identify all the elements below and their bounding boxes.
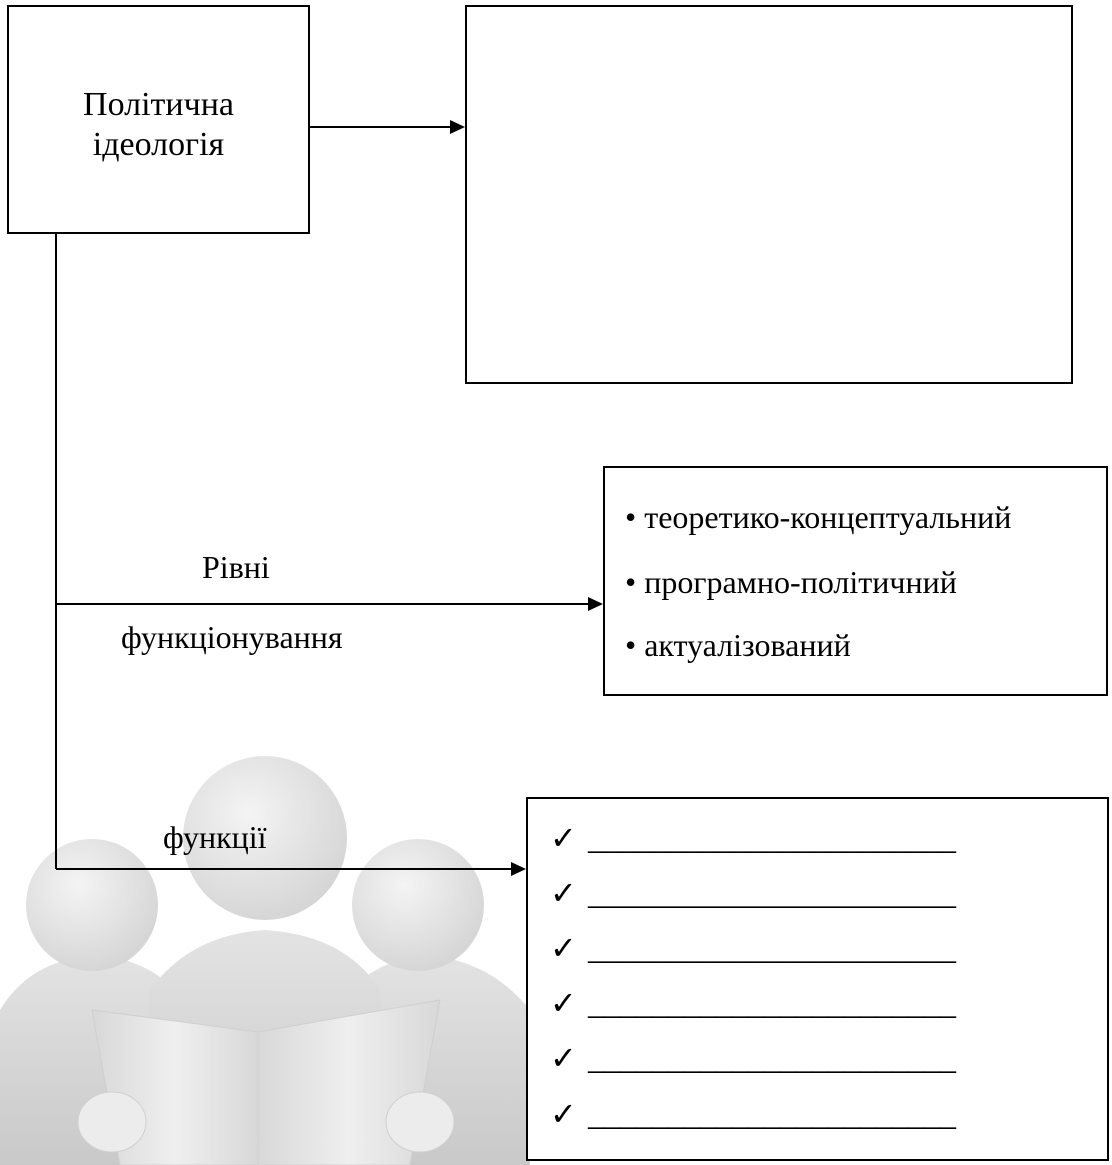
checkmark-icon: ✓ [550, 820, 577, 856]
title-line-1: Політична [83, 86, 234, 123]
blank-line: _______________________ [588, 1096, 956, 1132]
empty-answer-box [465, 5, 1073, 384]
levels-label-line-2: функціонування [121, 619, 343, 655]
level-item-theoretical: • теоретико-концептуальний [625, 499, 1012, 535]
levels-label-line-1: Рівні [202, 549, 270, 585]
function-row: ✓ _______________________ [550, 1095, 956, 1133]
blank-line: _______________________ [588, 930, 956, 966]
checkmark-icon: ✓ [550, 985, 577, 1021]
checkmark-icon: ✓ [550, 1040, 577, 1076]
checkmark-icon: ✓ [550, 1096, 577, 1132]
political-ideology-title: Політична ідеологія [9, 85, 308, 165]
function-row: ✓ _______________________ [550, 929, 956, 967]
levels-box: • теоретико-концептуальний • програмно-п… [603, 466, 1108, 696]
blank-line: _______________________ [588, 875, 956, 911]
blank-line: _______________________ [588, 1040, 956, 1076]
function-row: ✓ _______________________ [550, 984, 956, 1022]
functions-box: ✓ _______________________ ✓ ______________… [526, 797, 1109, 1161]
political-ideology-box: Політична ідеологія [7, 5, 310, 234]
blank-line: _______________________ [588, 820, 956, 856]
arrowhead-functions [511, 862, 526, 876]
function-row: ✓ _______________________ [550, 1039, 956, 1077]
level-item-programmatic: • програмно-політичний [625, 564, 957, 600]
checkmark-icon: ✓ [550, 875, 577, 911]
function-row: ✓ _______________________ [550, 819, 956, 857]
function-row: ✓ _______________________ [550, 874, 956, 912]
arrowhead-empty-box [450, 120, 465, 134]
functions-label: функції [163, 819, 267, 855]
blank-line: _______________________ [588, 985, 956, 1021]
arrowhead-levels [588, 597, 603, 611]
level-item-actualized: • актуалізований [625, 627, 851, 663]
title-line-2: ідеологія [92, 126, 225, 163]
checkmark-icon: ✓ [550, 930, 577, 966]
